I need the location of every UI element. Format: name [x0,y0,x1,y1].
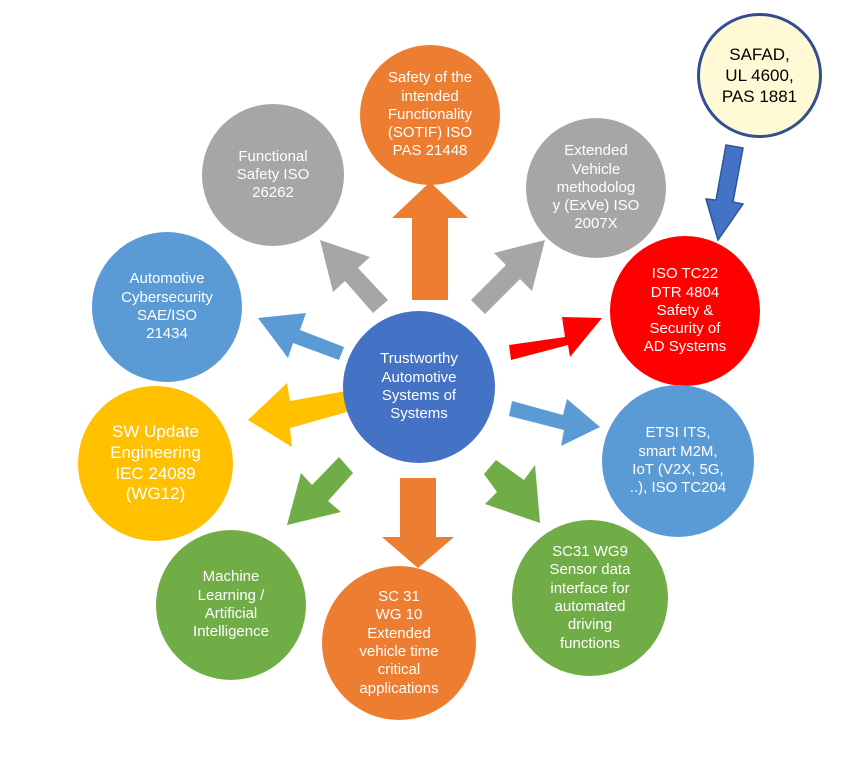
arrow-to-iso-tc22 [509,317,602,360]
node-ml-ai: Machine Learning / Artificial Intelligen… [156,530,306,680]
arrow-to-cybersecurity [258,313,344,360]
arrow-to-time-critical [382,478,454,568]
arrow-sensor-data-shape [484,460,540,523]
node-time-critical-label: SC 31 WG 10 Extended vehicle time critic… [359,588,439,697]
node-sotif-label: Safety of the intended Functionality (SO… [387,69,473,160]
center-node: Trustworthy Automotive Systems of System… [343,311,495,463]
node-ml-ai-label: Machine Learning / Artificial Intelligen… [193,568,269,641]
node-cybersecurity-label: Automotive Cybersecurity SAE/ISO 21434 [121,270,213,343]
node-sotif: Safety of the intended Functionality (SO… [360,45,500,185]
arrow-sw-update-shape [248,383,347,447]
arrow-ml-ai-shape [287,457,353,525]
arrow-cybersecurity-shape [258,313,344,360]
arrow-extended-vehicle-shape [471,240,545,314]
node-cybersecurity: Automotive Cybersecurity SAE/ISO 21434 [92,232,242,382]
callout-arrow [704,144,745,242]
arrow-etsi-its-shape [509,399,600,446]
callout-standards-label: SAFAD, UL 4600, PAS 1881 [721,44,798,107]
arrow-to-extended-vehicle [471,240,545,314]
node-extended-vehicle: Extended Vehicle methodolog y (ExVe) ISO… [526,118,666,258]
node-etsi-its: ETSI ITS, smart M2M, IoT (V2X, 5G, ..), … [602,385,754,537]
arrow-to-sotif [392,182,468,300]
arrow-to-ml-ai [287,457,353,525]
node-sw-update-label: SW Update Engineering IEC 24089 (WG12) [110,422,201,504]
arrow-sotif-shape [392,182,468,300]
arrow-iso-tc22-shape [509,317,602,360]
arrow-to-functional-safety [320,240,388,313]
node-time-critical: SC 31 WG 10 Extended vehicle time critic… [322,566,476,720]
node-extended-vehicle-label: Extended Vehicle methodolog y (ExVe) ISO… [552,142,640,233]
arrow-time-critical-shape [382,478,454,568]
node-functional-safety: Functional Safety ISO 26262 [202,104,344,246]
arrow-to-etsi-its [509,399,600,446]
node-sensor-data: SC31 WG9 Sensor data interface for autom… [512,520,668,676]
node-sensor-data-label: SC31 WG9 Sensor data interface for autom… [549,543,631,652]
node-functional-safety-label: Functional Safety ISO 26262 [236,147,310,202]
arrow-to-sensor-data [484,460,540,523]
node-etsi-its-label: ETSI ITS, smart M2M, IoT (V2X, 5G, ..), … [629,424,727,497]
callout-arrow-shape [704,144,745,242]
node-iso-tc22: ISO TC22 DTR 4804 Safety & Security of A… [610,236,760,386]
callout-standards: SAFAD, UL 4600, PAS 1881 [697,13,822,138]
node-iso-tc22-label: ISO TC22 DTR 4804 Safety & Security of A… [643,265,727,356]
arrow-functional-safety-shape [320,240,388,313]
node-sw-update: SW Update Engineering IEC 24089 (WG12) [78,386,233,541]
arrow-to-sw-update [248,383,347,447]
center-node-label: Trustworthy Automotive Systems of System… [380,350,458,423]
